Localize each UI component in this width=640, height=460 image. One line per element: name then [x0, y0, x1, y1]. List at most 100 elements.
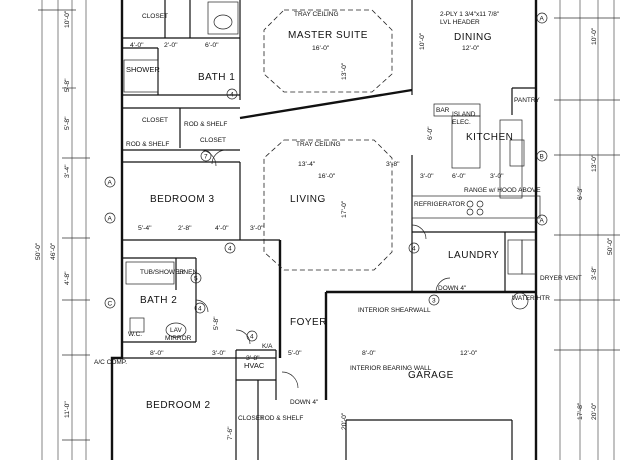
dim-text-vertical: 3'-4" — [64, 164, 71, 178]
dim-text: 13'-4" — [298, 161, 316, 168]
dim-text-vertical: 11'-0" — [64, 401, 71, 418]
linen-label: LINEN — [178, 269, 197, 276]
dim-text-vertical: 20'-0" — [341, 412, 348, 430]
pantry-label: PANTRY — [514, 97, 540, 104]
lvl-header-line1: 2-PLY 1 3/4"x11 7/8" — [440, 11, 500, 18]
ac-comp-label: A/C COMP. — [94, 359, 127, 366]
left-dimension-lines — [38, 0, 90, 460]
dim-text: 3'-0" — [250, 225, 264, 232]
dim-text: 3'-0" — [490, 173, 504, 180]
laundry-fixtures — [507, 239, 537, 310]
dim-text: 2'-8" — [178, 225, 192, 232]
room-bath2: BATH 2 — [140, 295, 177, 306]
grid-marker-a-top: A — [108, 180, 113, 187]
rod-shelf-bedroom2: ROD & SHELF — [260, 415, 303, 422]
dim-text-vertical: 6'-3" — [577, 186, 584, 200]
closet-label-bedroom2: CLOSET — [238, 415, 264, 422]
grid-marker-a-mid: A — [108, 216, 113, 223]
dim-text: 12'-0" — [460, 350, 478, 357]
tray-ceiling-outlines — [263, 9, 393, 271]
down-label-garage: DOWN 4" — [290, 399, 319, 406]
dim-text-vertical: 10'-0" — [64, 10, 71, 28]
range-label: RANGE w/ HOOD ABOVE — [464, 187, 541, 194]
ka-label: K/A — [262, 343, 273, 350]
ref-label: REFRIGERATOR — [414, 201, 465, 208]
dim-text: 6'-0" — [205, 42, 219, 49]
room-shower: SHOWER — [126, 65, 160, 74]
dim-text-vertical: 20'-0" — [591, 402, 598, 420]
dim-text-vertical: 5'-8" — [64, 116, 71, 130]
wc-label: W.C. — [128, 331, 142, 338]
bath-fixtures — [123, 1, 239, 338]
room-garage: GARAGE — [408, 370, 454, 381]
dim-text-vertical: 13'-0" — [591, 154, 598, 172]
dim-text-vertical: 10'-0" — [419, 32, 426, 50]
tag-4: 4 — [198, 306, 202, 313]
dim-text: 2'-0" — [164, 42, 178, 49]
tag-3: 3 — [432, 298, 436, 305]
dim-text: 3'-0" — [420, 173, 434, 180]
elec-label: ELEC. — [452, 119, 471, 126]
down-label-laundry: DOWN 4" — [438, 285, 467, 292]
door-swings — [195, 149, 451, 389]
dim-text: 5'-0" — [288, 350, 302, 357]
tray-ceiling-master: TRAY CEILING — [294, 11, 339, 18]
bar-label: BAR — [436, 107, 450, 114]
room-laundry: LAUNDRY — [448, 250, 499, 261]
room-bedroom2: BEDROOM 2 — [146, 400, 211, 411]
tag-4: 4 — [412, 246, 416, 253]
callout-tags — [190, 88, 440, 342]
dim-text-vertical: 17'-0" — [341, 200, 348, 218]
room-living: LIVING — [290, 194, 326, 205]
interior-walls — [122, 0, 536, 460]
closet-label-mid: CLOSET — [142, 117, 168, 124]
rod-shelf-1: ROD & SHELF — [126, 141, 169, 148]
grid-markers — [104, 12, 548, 309]
lav-label: LAV — [170, 327, 182, 334]
tray-ceiling-living: TRAY CEILING — [296, 141, 341, 148]
dim-text: 8'-0" — [362, 350, 376, 357]
tub-label: TUB/SHOWER — [140, 269, 184, 276]
closet-label-top: CLOSET — [142, 13, 168, 20]
interior-bearing-wall-label: INTERIOR BEARING WALL — [350, 365, 432, 372]
dim-text: 16'-0" — [312, 45, 330, 52]
dim-text-vertical: 10'-0" — [591, 27, 598, 45]
dim-text-vertical: 46'-0" — [50, 242, 57, 260]
interior-shearwall-label: INTERIOR SHEARWALL — [358, 307, 431, 314]
island-label: ISLAND — [452, 111, 476, 118]
dim-text: 8'-0" — [150, 350, 164, 357]
dim-text-vertical: 17'-8" — [577, 402, 584, 420]
dim-text-vertical: 13'-0" — [341, 62, 348, 80]
water-heater-label: WATER HTR — [512, 295, 550, 302]
mirror-label: MIRROR — [165, 335, 192, 342]
dim-text: 5'-4" — [138, 225, 152, 232]
dim-text: 4'-0" — [130, 42, 144, 49]
grid-marker-c: C — [108, 301, 113, 308]
room-hvac: HVAC — [244, 361, 265, 370]
dim-text: 3'-0" — [212, 350, 226, 357]
tag-5: 5 — [194, 276, 198, 283]
dim-text: 4'-0" — [215, 225, 229, 232]
lvl-header-line2: LVL HEADER — [440, 19, 480, 26]
dim-text: 12'-0" — [462, 45, 480, 52]
dim-text-vertical: 50'-0" — [35, 242, 42, 260]
closet-label-bath1: CLOSET — [200, 137, 226, 144]
rod-shelf-2: ROD & SHELF — [184, 121, 227, 128]
tag-7: 7 — [204, 154, 208, 161]
grid-marker-a-right2: A — [540, 218, 545, 225]
dim-text: 3'-8" — [246, 355, 260, 362]
dim-text-vertical: 6'-0" — [427, 126, 434, 140]
dim-text: 16'-0" — [318, 173, 336, 180]
room-kitchen: KITCHEN — [466, 132, 513, 143]
kitchen-fixtures — [411, 103, 541, 219]
dim-text-vertical: 3'-8" — [591, 266, 598, 280]
room-dining: DINING — [454, 32, 492, 43]
right-dimension-lines — [554, 0, 620, 460]
tag-4: 4 — [250, 334, 254, 341]
dim-text-vertical: 5'-8" — [213, 316, 220, 330]
grid-marker-a-right: A — [540, 16, 545, 23]
dim-text-vertical: 7'-6" — [227, 426, 234, 440]
room-bedroom3: BEDROOM 3 — [150, 194, 215, 205]
tag-4: 4 — [230, 92, 234, 99]
